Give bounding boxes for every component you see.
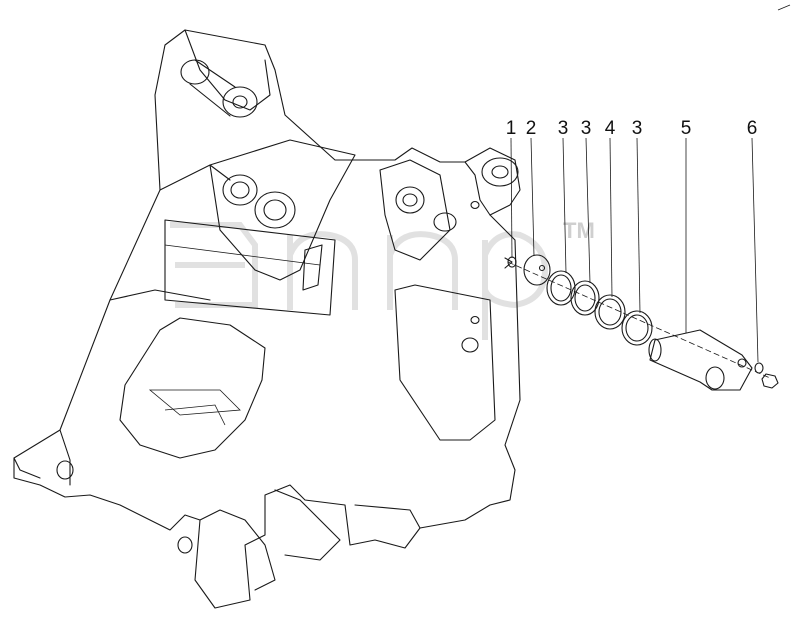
center-lugs: [209, 139, 356, 291]
leader-line: [636, 137, 641, 314]
part-2-plate: [523, 254, 551, 286]
part-4-ring: [594, 294, 626, 330]
callout-number: 3: [581, 118, 592, 139]
watermark: TM: [170, 218, 595, 340]
part-6-nut: [754, 362, 779, 389]
callout-number: 4: [605, 118, 616, 139]
main-frame: [13, 29, 521, 609]
part-3-shim-c: [621, 310, 653, 346]
exploded-parts: [504, 254, 779, 391]
leader-line: [751, 137, 759, 363]
leader-line: [609, 137, 613, 298]
part-5-pin: [648, 329, 753, 391]
part-3-shim-a: [546, 270, 576, 306]
callout-number: 2: [526, 118, 537, 139]
callout-number: 1: [506, 118, 517, 139]
leader-line: [510, 137, 513, 259]
callout-number: 3: [632, 118, 643, 139]
leader-line: [585, 137, 591, 284]
leader-line: [562, 137, 567, 274]
callout-number: 6: [747, 118, 758, 139]
callout-number: 5: [681, 118, 692, 139]
trademark-label: TM: [563, 218, 595, 243]
right-tower: [379, 157, 519, 441]
top-pin: [180, 59, 258, 118]
corner-mark: [777, 4, 791, 11]
leader-line: [530, 137, 535, 257]
part-3-shim-b: [570, 280, 600, 316]
callout-number: 3: [558, 118, 569, 139]
part-1-bolt: [504, 256, 517, 269]
